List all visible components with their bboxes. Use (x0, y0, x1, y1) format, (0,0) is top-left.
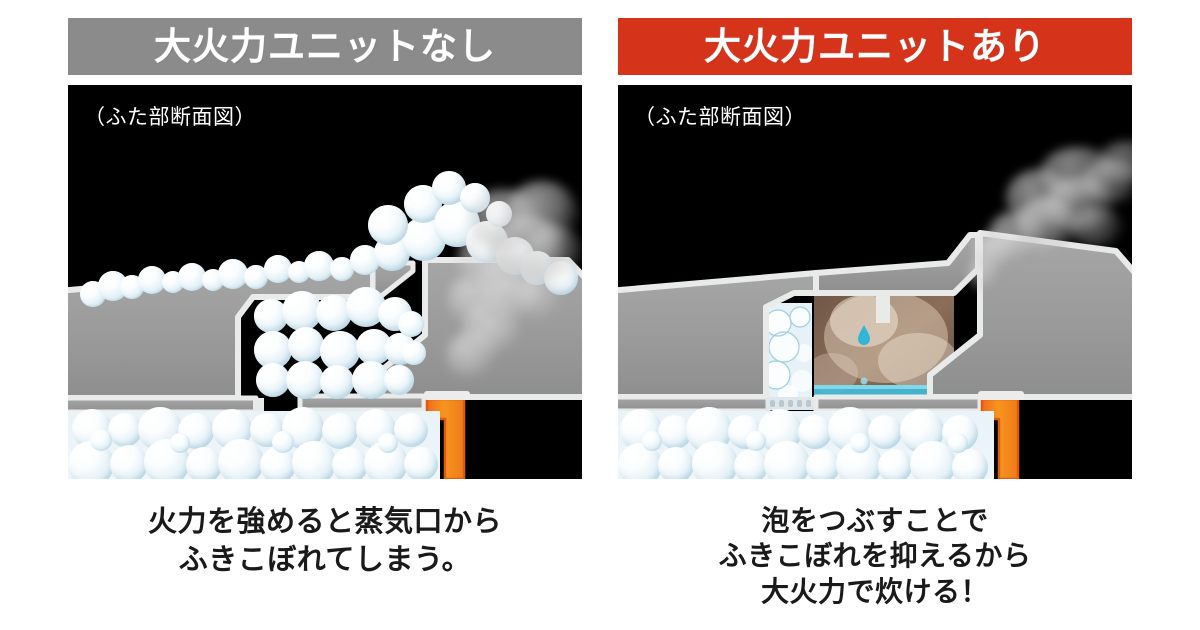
illustration-caption-with-unit: （ふた部断面図） (634, 106, 806, 129)
lid-cross-section-with-unit (618, 230, 1132, 479)
panel-title-with-unit: 大火力ユニットあり (704, 26, 1046, 67)
panel-header-with-unit: 大火力ユニットあり (618, 18, 1132, 75)
panel-with-unit: 大火力ユニットあり (618, 18, 1132, 614)
caption-line: ふきこぼれを抑えるから (718, 540, 1032, 572)
bubble-crusher-chamber (766, 303, 812, 401)
perforation-holes (770, 400, 811, 407)
lid-cross-section-without-unit (68, 257, 582, 479)
caption-line: ふきこぼれてしまう。 (178, 544, 472, 577)
panel-header-without-unit: 大火力ユニットなし (68, 18, 582, 75)
illustration-without-unit: （ふた部断面図） (68, 85, 582, 479)
panel-title-without-unit: 大火力ユニットなし (154, 26, 496, 67)
illustration-with-unit: （ふた部断面図） (618, 85, 1132, 479)
panel-caption-with-unit: 泡をつぶすことで ふきこぼれを抑えるから 大火力で炊ける！ (618, 503, 1132, 609)
caption-line: 泡をつぶすことで (761, 505, 989, 536)
panel-without-unit: 大火力ユニットなし (68, 18, 582, 614)
illustration-caption-without-unit: （ふた部断面図） (84, 106, 256, 129)
caption-line: 火力を強めると蒸気口から (147, 506, 502, 538)
panel-caption-without-unit: 火力を強めると蒸気口から ふきこぼれてしまう。 (68, 503, 582, 580)
water-droplet-icon (858, 325, 870, 345)
caption-line: 大火力で炊ける！ (760, 575, 989, 607)
